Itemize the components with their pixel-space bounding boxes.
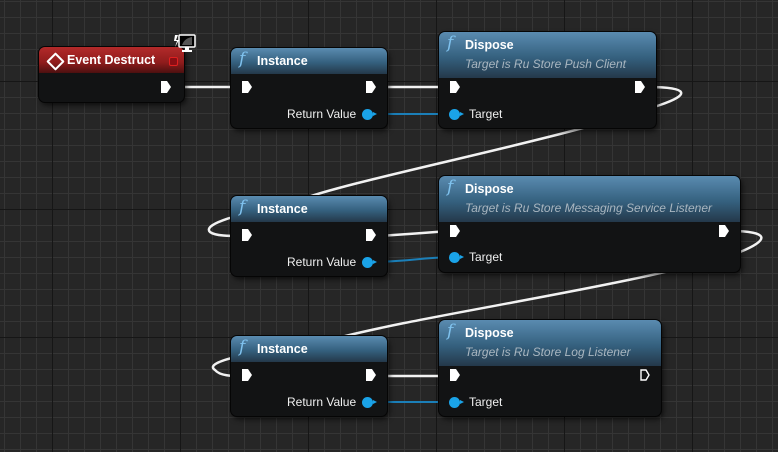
function-icon: f <box>239 197 246 217</box>
exec-in-pin[interactable] <box>450 225 460 237</box>
exec-out-pin[interactable] <box>635 81 645 93</box>
event-node-header: Event Destruct <box>39 47 184 73</box>
exec-in-pin[interactable] <box>242 81 252 93</box>
function-icon: f <box>239 337 246 357</box>
return-value-label: Return Value <box>287 107 357 121</box>
target-label: Target <box>469 395 503 409</box>
exec-out-pin[interactable] <box>366 81 376 93</box>
instance-node-title: Instance <box>257 202 308 216</box>
exec-out-pin[interactable] <box>719 225 729 237</box>
instance-node-title: Instance <box>257 342 308 356</box>
exec-out-pin[interactable] <box>366 369 376 381</box>
return-value-pin[interactable] <box>362 109 377 120</box>
dispose-node-title: Dispose <box>465 38 514 52</box>
exec-out-pin[interactable] <box>366 229 376 241</box>
function-icon: f <box>447 33 454 53</box>
target-label: Target <box>469 107 503 121</box>
return-value-pin[interactable] <box>362 257 377 268</box>
delegate-pin[interactable] <box>169 57 178 66</box>
target-pin[interactable] <box>449 397 464 408</box>
exec-in-pin[interactable] <box>242 369 252 381</box>
exec-out-pin[interactable] <box>161 81 171 93</box>
instance-node-title: Instance <box>257 54 308 68</box>
return-value-pin[interactable] <box>362 397 377 408</box>
dispose-node-header: f Dispose Target is Ru Store Log Listene… <box>439 320 661 366</box>
dispose-node-header: f Dispose Target is Ru Store Messaging S… <box>439 176 740 222</box>
event-destruct-node[interactable]: Event Destruct <box>39 47 184 102</box>
function-icon: f <box>447 321 454 341</box>
exec-in-pin[interactable] <box>450 369 460 381</box>
target-pin[interactable] <box>449 252 464 263</box>
exec-in-pin[interactable] <box>242 229 252 241</box>
pc-monitor-icon <box>174 34 196 52</box>
instance-node-header: f Instance <box>231 336 387 362</box>
event-diamond-icon <box>46 52 65 71</box>
dispose-node-subtitle: Target is Ru Store Push Client <box>465 57 626 71</box>
function-icon: f <box>447 177 454 197</box>
event-node-title: Event Destruct <box>67 53 156 67</box>
exec-in-pin[interactable] <box>450 81 460 93</box>
return-value-label: Return Value <box>287 255 357 269</box>
target-pin[interactable] <box>449 109 464 120</box>
function-icon: f <box>239 49 246 69</box>
dispose-node-title: Dispose <box>465 182 514 196</box>
return-value-label: Return Value <box>287 395 357 409</box>
exec-out-pin-unconnected[interactable] <box>640 369 650 381</box>
target-label: Target <box>469 250 503 264</box>
dispose-node-title: Dispose <box>465 326 514 340</box>
instance-node-header: f Instance <box>231 48 387 74</box>
dispose-node-subtitle: Target is Ru Store Messaging Service Lis… <box>465 201 713 215</box>
instance-node-header: f Instance <box>231 196 387 222</box>
dispose-node-subtitle: Target is Ru Store Log Listener <box>465 345 631 359</box>
dispose-node-header: f Dispose Target is Ru Store Push Client <box>439 32 656 78</box>
